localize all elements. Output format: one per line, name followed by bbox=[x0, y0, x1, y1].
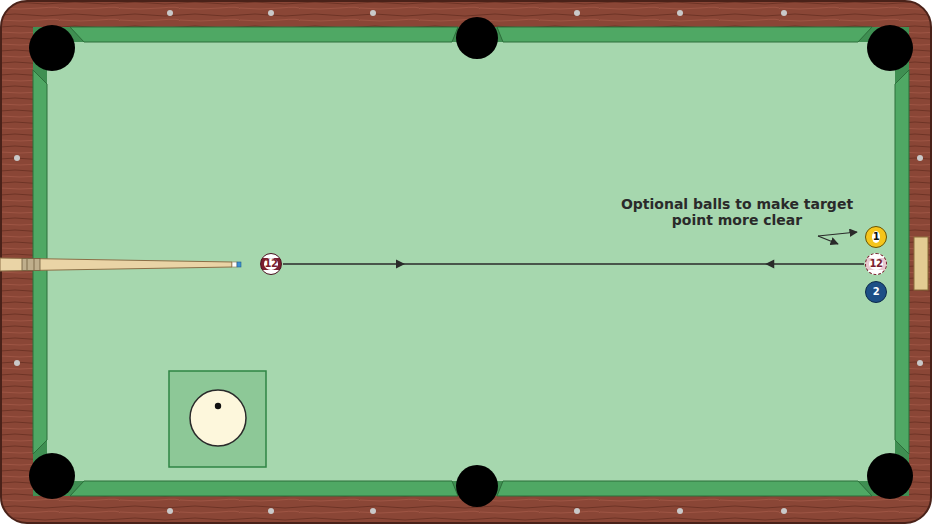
cue-stick bbox=[0, 258, 241, 271]
cue-ball-inset bbox=[169, 371, 266, 467]
shot-path bbox=[283, 260, 864, 269]
arrow-head bbox=[396, 260, 405, 269]
arrow-head bbox=[765, 260, 774, 269]
ball-number: 2 bbox=[872, 286, 880, 298]
optional-ball: 1 bbox=[865, 226, 887, 248]
leader-arrows bbox=[818, 232, 857, 244]
ghost-ball: 12 bbox=[865, 253, 887, 275]
connector-line bbox=[283, 263, 864, 264]
rail-marker bbox=[914, 237, 928, 290]
ball-number: 1 bbox=[872, 231, 880, 243]
ball-number: 12 bbox=[869, 258, 884, 270]
callout-note: Optional balls to make target point more… bbox=[612, 196, 862, 228]
object-ball: 12 bbox=[260, 253, 282, 275]
ball-number: 12 bbox=[264, 258, 279, 270]
optional-ball: 2 bbox=[865, 281, 887, 303]
